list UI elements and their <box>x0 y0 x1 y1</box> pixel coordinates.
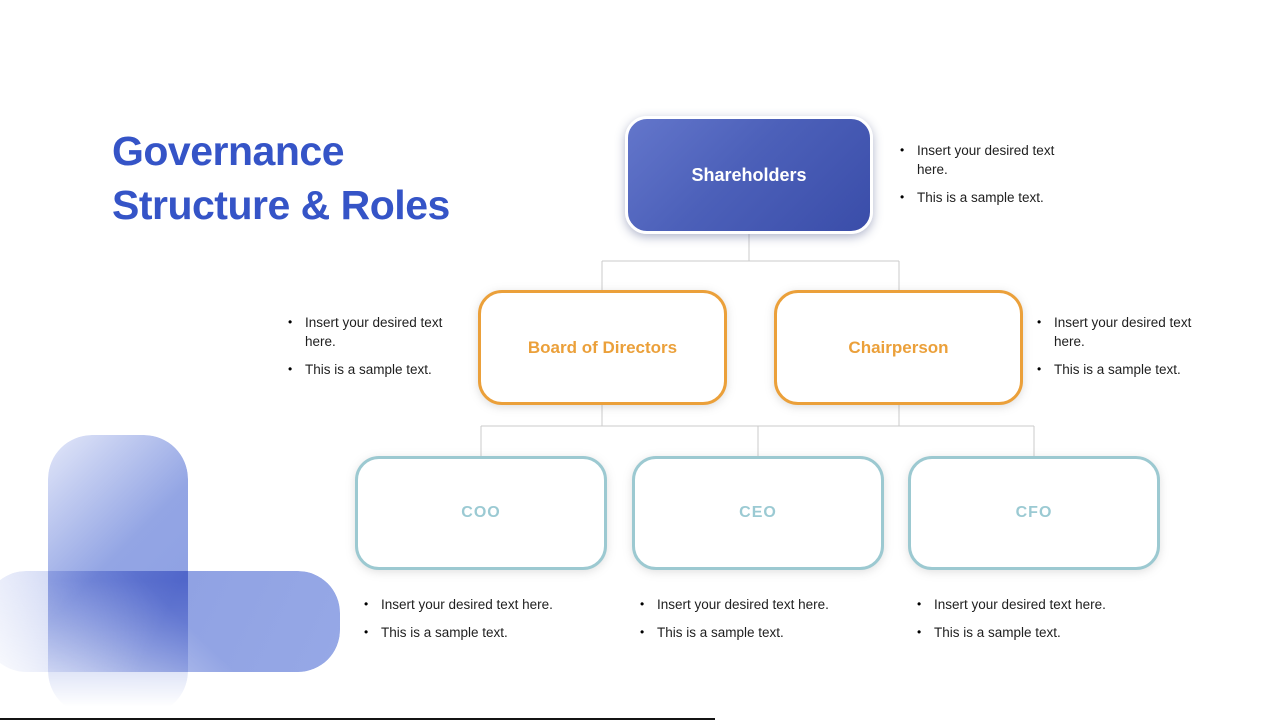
note-bullet-item: • Insert your desired text here. <box>640 595 829 614</box>
note-bullet-item: • Insert your desired text here. <box>1037 313 1202 351</box>
org-node-coo-label: COO <box>461 504 501 521</box>
note-board-of-directors: • Insert your desired text here. • This … <box>288 313 453 388</box>
note-text: Insert your desired text here. <box>381 597 553 612</box>
note-bullet-item: • This is a sample text. <box>900 188 1065 207</box>
note-coo: • Insert your desired text here. • This … <box>364 595 553 651</box>
note-bullet-item: • This is a sample text. <box>364 623 553 642</box>
decoration-horizontal-bar <box>0 571 340 672</box>
org-node-board-of-directors: Board of Directors <box>478 290 727 405</box>
bullet-dot-icon: • <box>1037 315 1042 329</box>
org-node-board-label: Board of Directors <box>527 337 678 357</box>
note-text: Insert your desired text here. <box>1054 315 1192 350</box>
note-bullet-item: • This is a sample text. <box>917 623 1106 642</box>
note-shareholders: • Insert your desired text here. • This … <box>900 141 1065 216</box>
bullet-dot-icon: • <box>364 625 369 640</box>
note-text: Insert your desired text here. <box>305 315 443 350</box>
page-title-line2: Structure & Roles <box>112 182 450 229</box>
bullet-dot-icon: • <box>364 597 369 611</box>
note-bullet-item: • This is a sample text. <box>1037 360 1202 379</box>
note-ceo: • Insert your desired text here. • This … <box>640 595 829 651</box>
org-node-coo: COO <box>355 456 607 570</box>
note-text: This is a sample text. <box>917 190 1044 206</box>
org-node-chairperson-label: Chairperson <box>848 337 949 357</box>
org-node-cfo-label: CFO <box>1015 504 1053 521</box>
bullet-dot-icon: • <box>900 143 905 157</box>
page-title: Governance Structure & Roles <box>112 124 450 232</box>
bullet-dot-icon: • <box>640 625 645 640</box>
bullet-dot-icon: • <box>288 362 293 377</box>
bottom-accent-line <box>0 718 715 720</box>
note-text: This is a sample text. <box>1054 362 1181 378</box>
org-node-shareholders-label: Shareholders <box>691 164 807 185</box>
note-text: This is a sample text. <box>657 625 784 641</box>
note-chairperson: • Insert your desired text here. • This … <box>1037 313 1202 388</box>
note-text: Insert your desired text here. <box>657 597 829 612</box>
org-node-ceo: CEO <box>632 456 884 570</box>
org-node-shareholders: Shareholders <box>625 116 873 234</box>
note-cfo: • Insert your desired text here. • This … <box>917 595 1106 651</box>
org-node-chairperson: Chairperson <box>774 290 1023 405</box>
note-bullet-item: • Insert your desired text here. <box>917 595 1106 614</box>
org-node-cfo: CFO <box>908 456 1160 570</box>
bullet-dot-icon: • <box>917 597 922 611</box>
note-text: Insert your desired text here. <box>917 143 1055 178</box>
note-text: This is a sample text. <box>381 625 508 641</box>
note-bullet-item: • Insert your desired text here. <box>364 595 553 614</box>
bullet-dot-icon: • <box>288 315 293 329</box>
note-bullet-item: • This is a sample text. <box>288 360 453 379</box>
note-bullet-item: • Insert your desired text here. <box>900 141 1065 179</box>
note-bullet-item: • This is a sample text. <box>640 623 829 642</box>
bullet-dot-icon: • <box>640 597 645 611</box>
bullet-dot-icon: • <box>1037 362 1042 377</box>
org-node-ceo-label: CEO <box>739 504 777 521</box>
bullet-dot-icon: • <box>900 190 905 205</box>
page-title-line1: Governance <box>112 128 345 174</box>
note-text: This is a sample text. <box>305 362 432 378</box>
note-text: This is a sample text. <box>934 625 1061 641</box>
bullet-dot-icon: • <box>917 625 922 640</box>
note-text: Insert your desired text here. <box>934 597 1106 612</box>
note-bullet-item: • Insert your desired text here. <box>288 313 453 351</box>
